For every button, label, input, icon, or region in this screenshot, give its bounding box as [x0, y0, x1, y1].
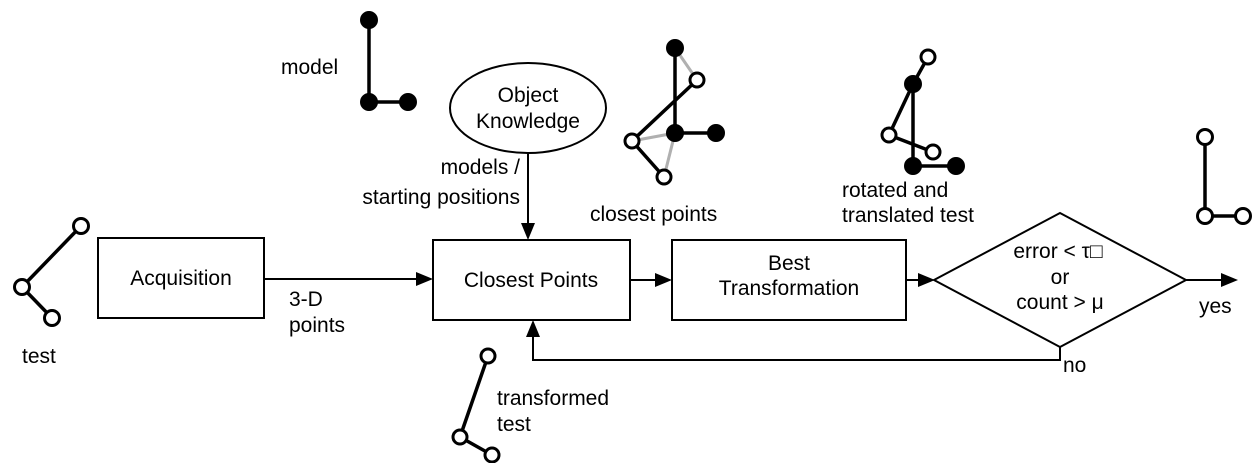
- points-label-line2: points: [289, 314, 345, 337]
- decision-line1: error < τ□: [1013, 240, 1103, 263]
- arrowhead-best-to-decision: [918, 273, 935, 287]
- result-glyph: [1196, 128, 1252, 225]
- object-knowledge-line2: Knowledge: [476, 110, 580, 133]
- test-label: test: [22, 345, 56, 368]
- no-label: no: [1063, 354, 1086, 377]
- acquisition-box: [97, 237, 265, 319]
- arrowhead-closest-to-best: [655, 273, 672, 287]
- model-glyph: [360, 11, 417, 111]
- best-transformation-label-line1: Best: [768, 252, 810, 275]
- transformed-label-line1: transformed: [497, 387, 609, 410]
- models-label-line2: starting positions: [362, 186, 520, 209]
- models-label-line1: models /: [441, 156, 521, 179]
- arrowhead-loop-to-closest: [526, 320, 540, 337]
- closest-points-caption: closest points: [590, 203, 717, 226]
- acquisition-label: Acquisition: [130, 267, 232, 290]
- rotated-label-line2: translated test: [842, 204, 974, 227]
- decision-line2: or: [1051, 266, 1070, 289]
- points-label-line1: 3-D: [289, 288, 323, 311]
- closest-points-box: [432, 239, 631, 321]
- yes-label: yes: [1199, 295, 1232, 318]
- arrowhead-acquisition-to-closest: [416, 272, 433, 286]
- rotated-label-line1: rotated and: [842, 179, 948, 202]
- best-transformation-box: [671, 239, 907, 321]
- test-glyph: [13, 217, 90, 327]
- transformed-test-glyph: [451, 347, 501, 463]
- model-label: model: [281, 56, 338, 79]
- rotated-test-glyph: [880, 48, 965, 175]
- object-knowledge-line1: Object: [498, 84, 559, 107]
- decision-line3: count > μ: [1016, 291, 1103, 314]
- arrowhead-knowledge-to-closest: [521, 223, 535, 240]
- closest-points-glyph: [623, 39, 725, 186]
- object-knowledge-ellipse: [449, 62, 607, 154]
- arrow-decision-no-loop: [532, 335, 1061, 361]
- closest-points-label: Closest Points: [464, 269, 598, 292]
- transformed-label-line2: test: [497, 413, 531, 436]
- arrowhead-decision-yes: [1221, 273, 1238, 287]
- best-transformation-label-line2: Transformation: [719, 277, 859, 300]
